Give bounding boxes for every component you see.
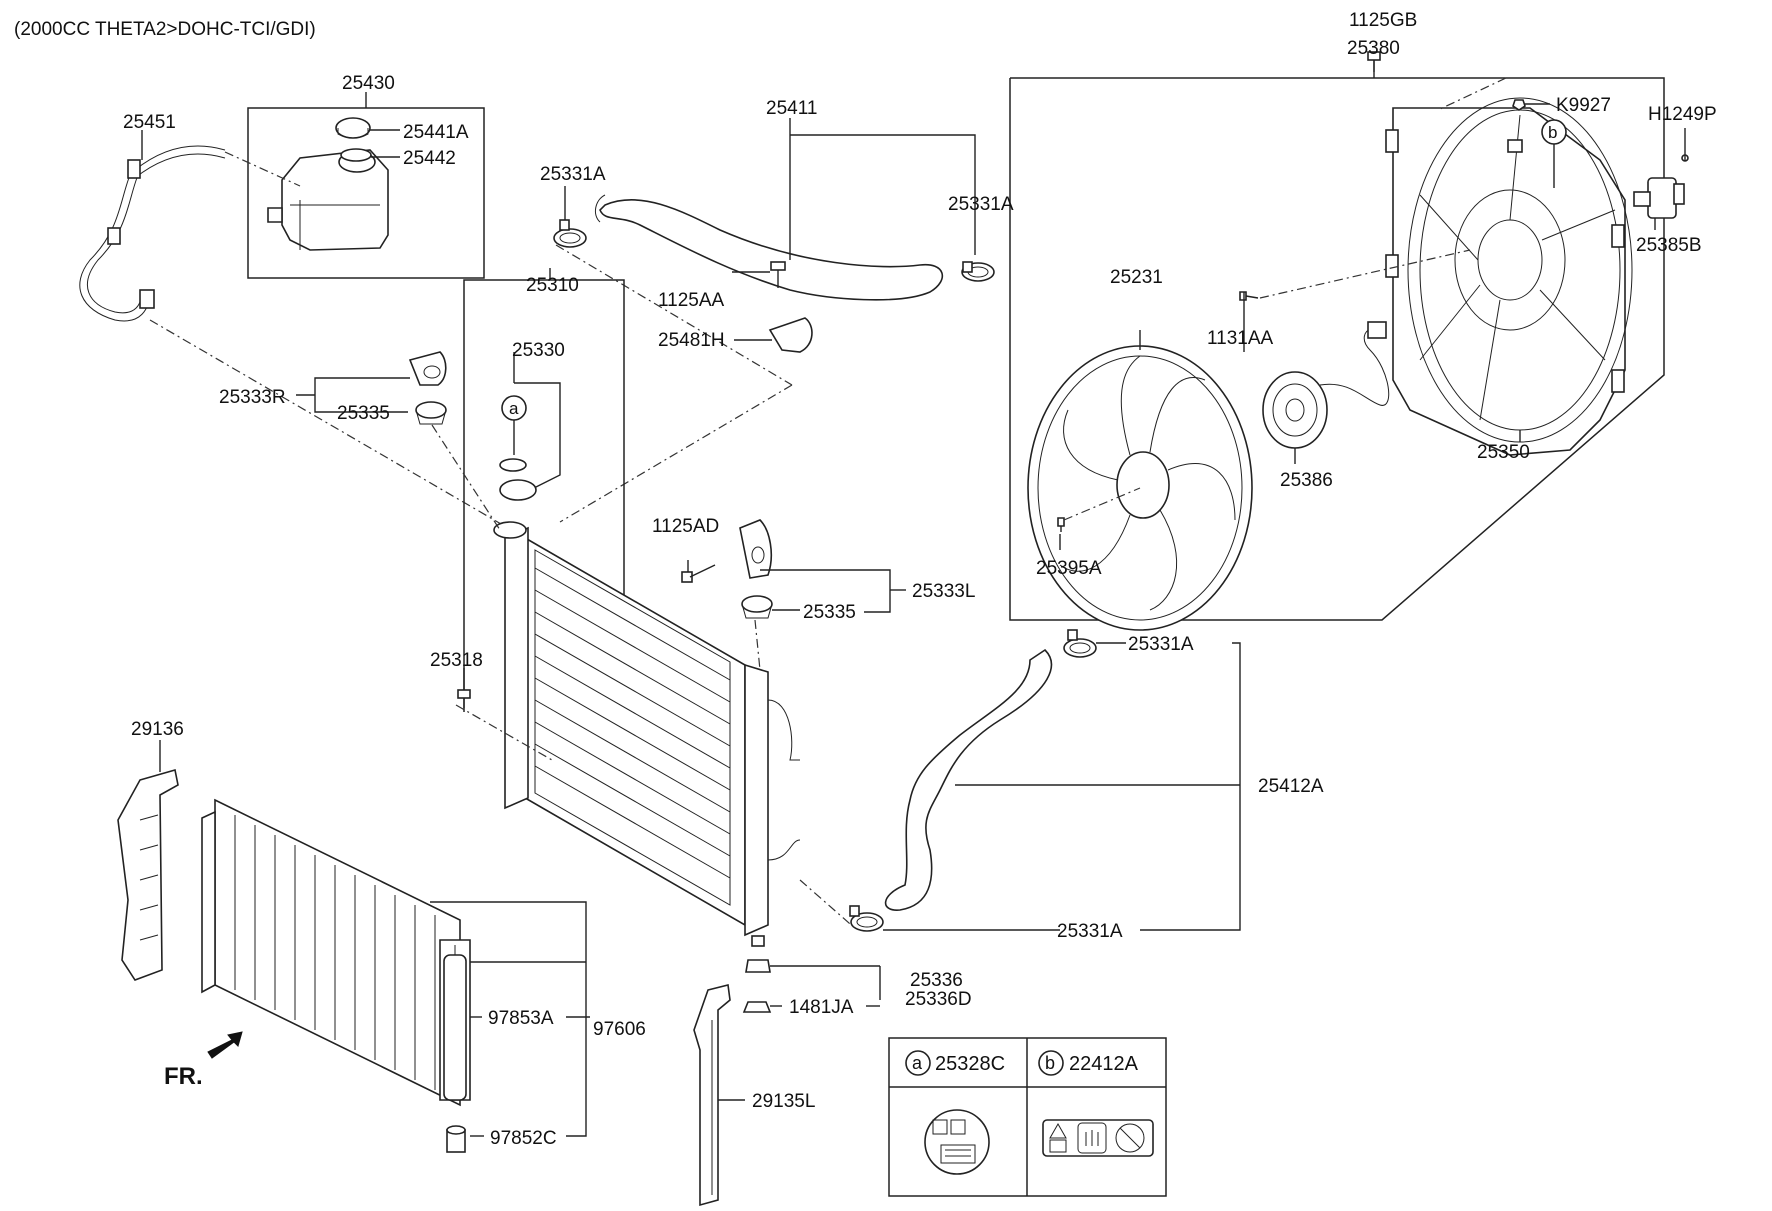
mount-bracket-25333R [408,351,447,386]
label-1131AA: 1131AA [1207,328,1274,349]
label-25385B: 25385B [1636,235,1702,256]
radiator-core-25310 [493,521,801,937]
callout-b-letter: b [1548,123,1557,142]
label-25441A: 25441A [403,122,469,143]
drain-plug-25336 [745,935,771,973]
legend-table [888,1037,1167,1197]
label-25331A-upper-left: 25331A [540,164,606,185]
upper-hose-25411 [594,194,944,301]
label-97606: 97606 [593,1019,646,1040]
radiator-cap-seal [499,458,527,472]
label-25333R: 25333R [219,387,286,408]
drain-plug-1481JA [742,1001,772,1013]
label-1125AA: 1125AA [658,290,725,311]
label-29135L: 29135L [752,1091,815,1112]
screw-25395A [1057,517,1065,532]
fan-motor-25386 [1262,321,1390,449]
label-25333L: 25333L [912,581,975,602]
label-25336D: 25336D [905,989,972,1010]
label-25310: 25310 [526,275,579,296]
clip-K9927 [1512,99,1550,111]
radiator-box [463,279,550,712]
lower-hose-25412A [884,648,1053,911]
label-1125GB: 1125GB [1349,10,1417,31]
label-K9927: K9927 [1556,95,1611,116]
label-97853A: 97853A [488,1008,554,1029]
label-25411: 25411 [766,98,817,119]
bolt-1125GB [1367,51,1381,72]
label-front: FR. [164,1063,203,1090]
label-1125AD: 1125AD [652,516,719,537]
label-b-icon [1042,1119,1154,1157]
bolt-1125AD [681,564,716,583]
legend-b-part: 22412A [1069,1053,1139,1075]
front-direction-arrow [207,1031,243,1059]
label-25395A: 25395A [1036,558,1102,579]
clamp-25331A-upper-left [553,219,587,248]
label-25386: 25386 [1280,470,1333,491]
label-25331A-lower-lower: 25331A [1057,921,1123,942]
callout-a-letter: a [509,399,519,418]
label-25335-left: 25335 [337,403,390,424]
screw-1131AA [1239,291,1259,301]
plug-97852C [446,1125,466,1153]
label-H1249P: H1249P [1648,104,1717,125]
radiator-cap [499,479,537,501]
overflow-hose-25451 [79,145,226,322]
legend-a-letter: a [912,1053,923,1073]
legend-b-letter: b [1045,1053,1055,1073]
condenser-97606 [201,798,471,1107]
label-25451: 25451 [123,112,176,133]
bracket-25481H [768,317,813,353]
label-97852C: 97852C [490,1128,557,1149]
label-25318: 25318 [430,650,483,671]
label-25412A: 25412A [1258,776,1324,797]
label-25380: 25380 [1347,38,1400,59]
insulator-25335-left [415,401,447,425]
label-29136: 29136 [131,719,184,740]
label-25331A-upper-right: 25331A [948,194,1014,215]
drain-plug-25318 [457,689,471,708]
mount-bracket-25333L [739,519,772,579]
fan-assembly-box [1009,77,1665,621]
clamp-25331A-upper-right [961,261,995,282]
label-25330: 25330 [512,340,565,361]
label-25430: 25430 [342,73,395,94]
label-25336: 25336 [910,970,963,991]
label-25331A-lower-upper: 25331A [1128,634,1194,655]
label-25231: 25231 [1110,267,1163,288]
air-guard-29135L [693,984,731,1207]
air-guard-29136 [117,768,179,981]
label-25335-right: 25335 [803,602,856,623]
clamp-25331A-lower-upper [1063,629,1097,658]
connector-25385B [1633,177,1685,219]
label-25442: 25442 [403,148,456,169]
bolt-1125AA [770,261,786,288]
label-a-icon [924,1109,990,1175]
seal-ring-25442 [340,148,372,162]
receiver-97853A [443,954,467,1101]
legend-a-part: 25328C [935,1053,1005,1075]
label-1481JA: 1481JA [789,997,854,1018]
insulator-25335-right [741,595,773,619]
reservoir-cap-25441A [335,117,371,139]
diagram-title: (2000CC THETA2>DOHC-TCI/GDI) [14,19,316,40]
fan-shroud-25350 [1385,97,1633,456]
label-25350: 25350 [1477,442,1530,463]
label-25481H: 25481H [658,330,725,351]
clamp-25331A-lower-lower [849,905,884,932]
screw-H1249P [1681,152,1689,162]
reservoir-tank-25430 [267,149,389,251]
